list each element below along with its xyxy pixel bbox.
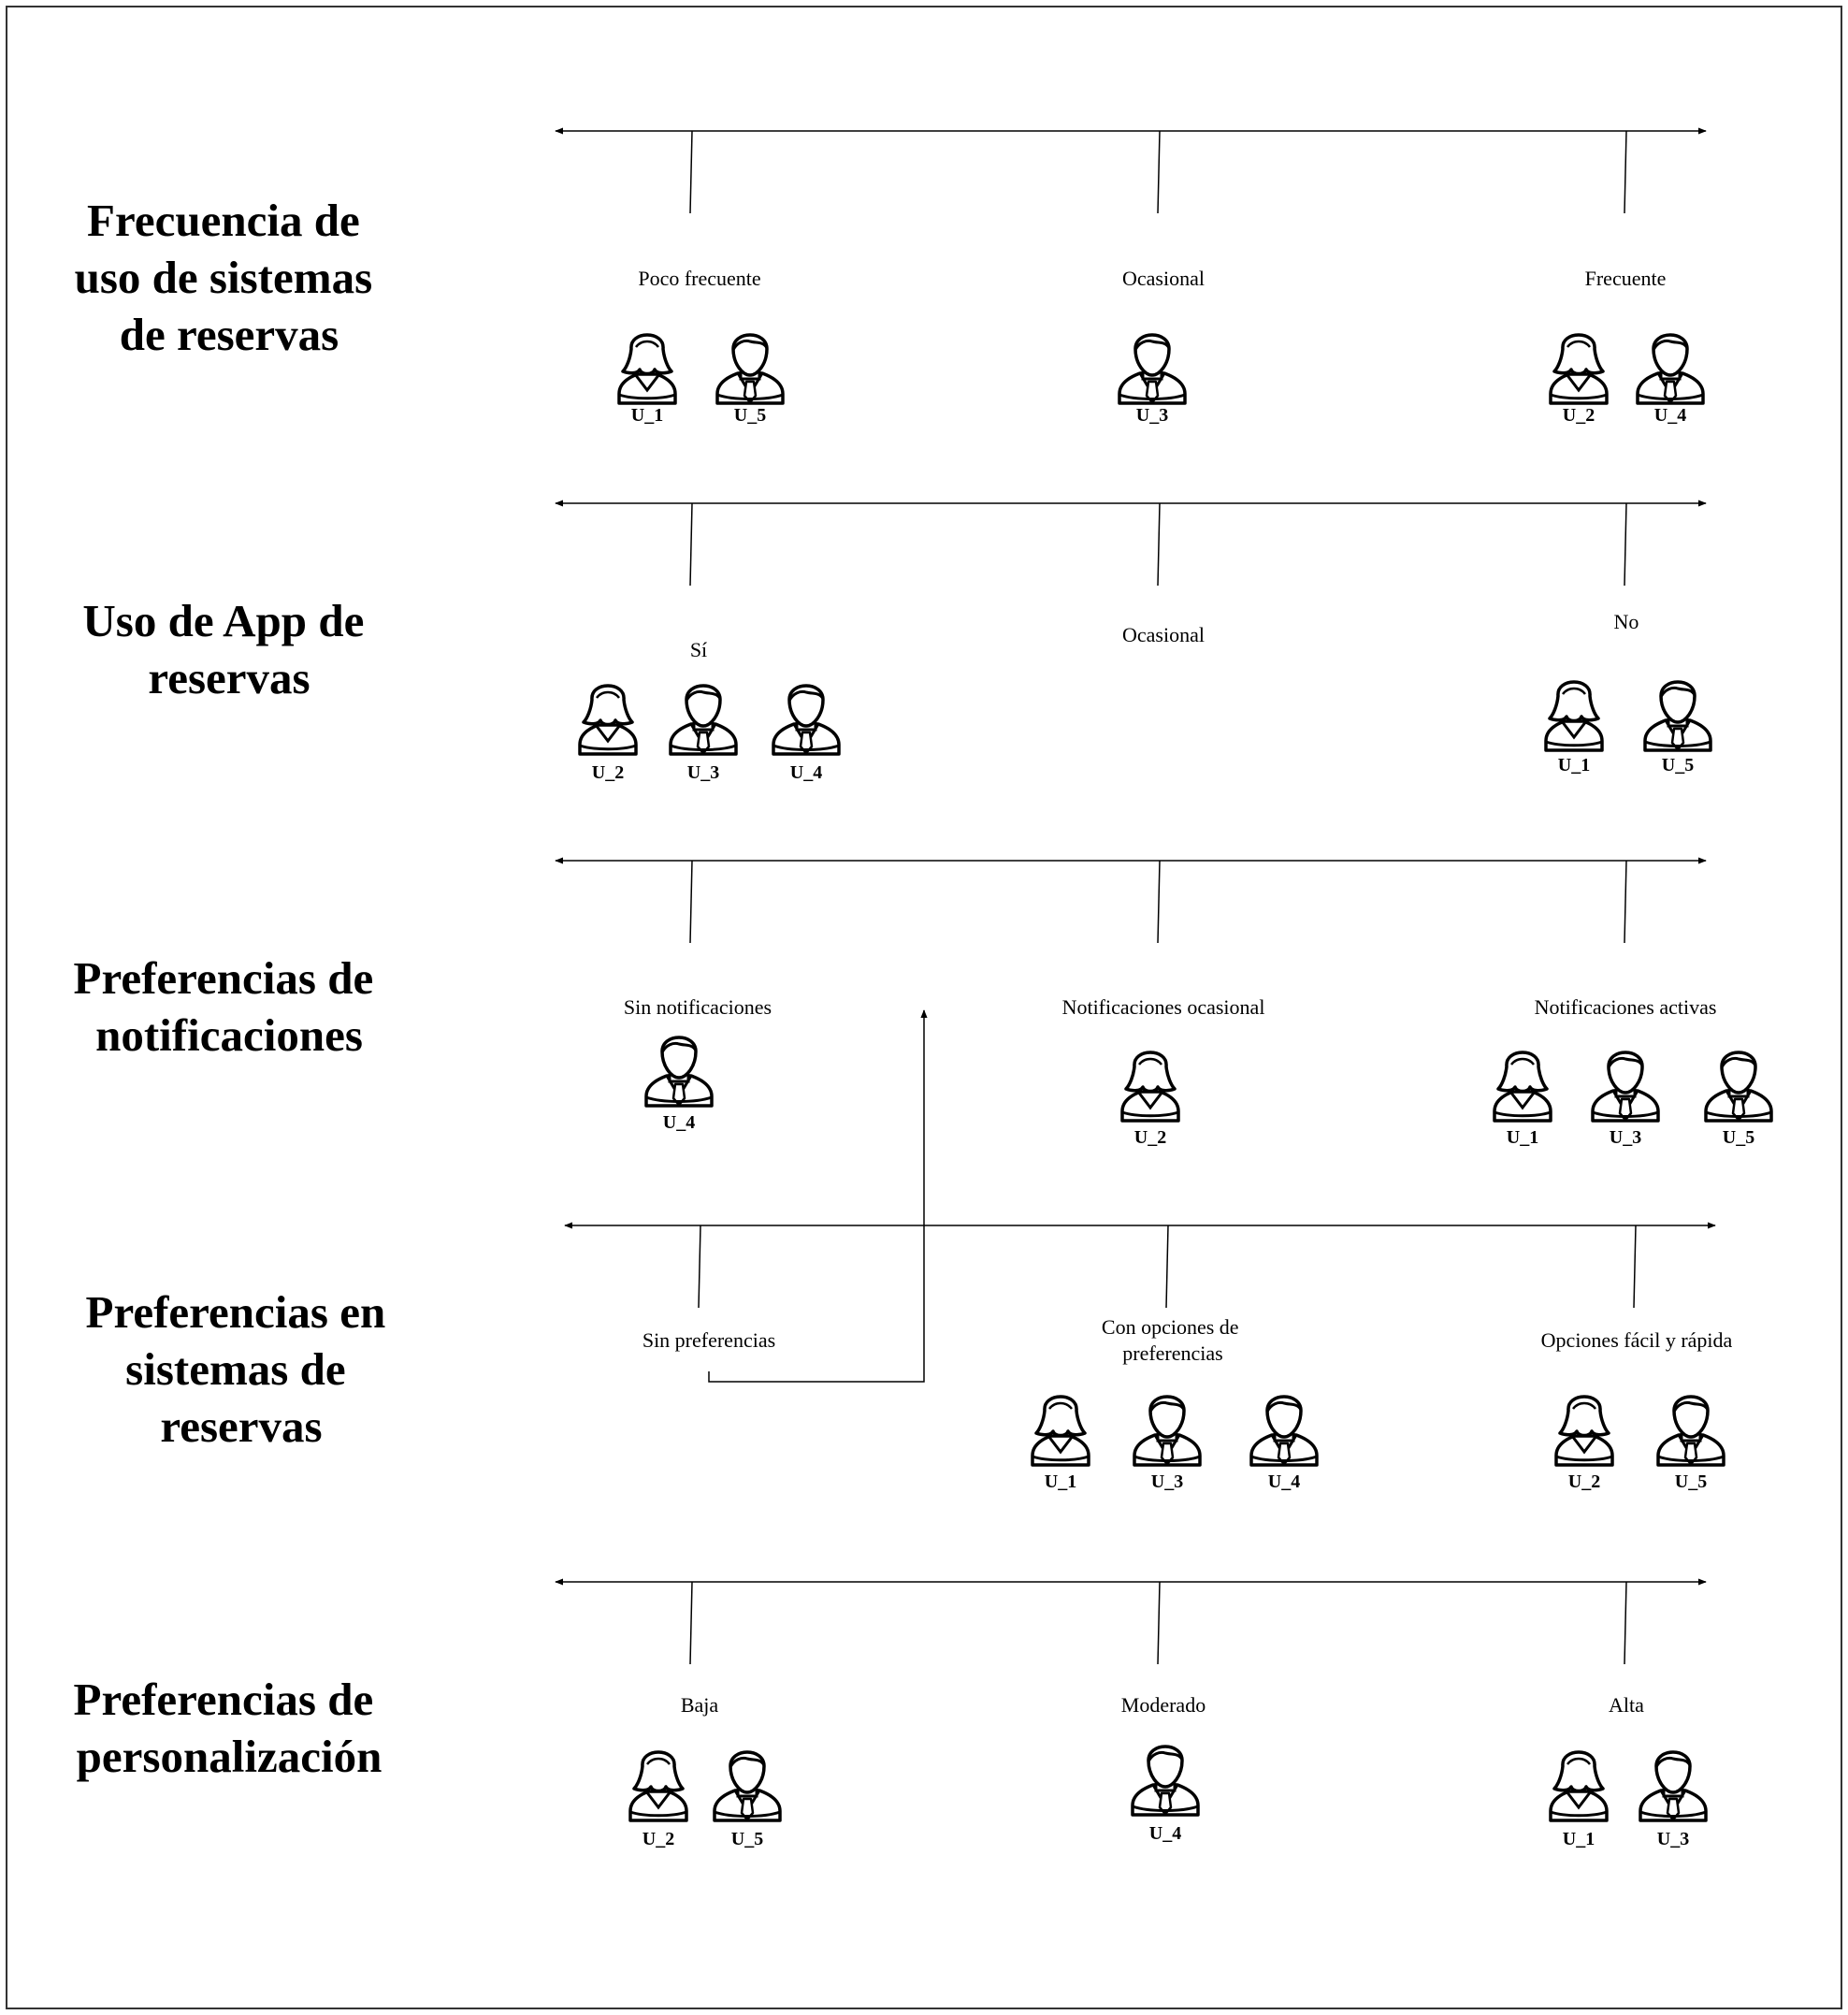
user-label: U_1 xyxy=(1558,755,1590,776)
position-label: Sin notificaciones xyxy=(624,995,772,1019)
user-female-icon xyxy=(578,684,638,756)
user-label: U_3 xyxy=(1610,1127,1641,1148)
user-female-icon xyxy=(1120,1051,1180,1123)
scale-tick xyxy=(689,502,693,587)
connector-arrow xyxy=(708,1009,928,1383)
user-male-icon xyxy=(1131,1745,1200,1817)
user-label: U_1 xyxy=(1507,1127,1538,1148)
user-male-icon xyxy=(1636,333,1705,405)
position-label: Sí xyxy=(690,638,707,661)
user-label: U_1 xyxy=(1563,1829,1595,1849)
user-label: U_1 xyxy=(631,405,663,426)
user-male-icon xyxy=(1133,1395,1202,1467)
scale-tick xyxy=(1624,130,1627,214)
user-male-icon xyxy=(715,333,785,405)
user-male-icon xyxy=(713,1750,782,1822)
dimension-frecuencia: Frecuencia de uso de sistemas de reserva… xyxy=(75,127,1707,426)
user-male-icon xyxy=(1118,333,1187,405)
user-male-icon xyxy=(1639,1750,1708,1822)
user-label: U_3 xyxy=(687,762,719,783)
scale-tick xyxy=(1165,1225,1169,1309)
scale-tick xyxy=(1157,130,1161,214)
position-label: No xyxy=(1614,610,1639,633)
user-male-icon xyxy=(1704,1051,1773,1123)
user-label: U_5 xyxy=(1662,755,1694,776)
position-label: Baja xyxy=(681,1693,719,1717)
user-label: U_5 xyxy=(1675,1471,1707,1492)
dimension-title: Preferencias en sistemas de reservas xyxy=(86,1286,397,1452)
user-label: U_2 xyxy=(592,762,624,783)
user-label: U_2 xyxy=(1563,405,1595,426)
user-label: U_4 xyxy=(663,1112,695,1133)
user-male-icon xyxy=(1591,1051,1660,1123)
user-male-icon xyxy=(644,1036,714,1108)
diagram-frame xyxy=(6,6,1842,2009)
user-label: U_4 xyxy=(1268,1471,1300,1492)
user-label: U_4 xyxy=(790,762,822,783)
position-label: Con opciones de preferencias xyxy=(1102,1315,1244,1365)
scale-tick xyxy=(1624,502,1627,587)
user-label: U_2 xyxy=(1568,1471,1600,1492)
user-female-icon xyxy=(1031,1395,1090,1467)
position-label: Ocasional xyxy=(1122,267,1205,290)
user-label: U_2 xyxy=(642,1829,674,1849)
scale-tick xyxy=(689,1581,693,1665)
user-female-icon xyxy=(1549,1750,1609,1822)
dimension-uso-app: Uso de App de reservas Sí Ocasional No U… xyxy=(82,500,1712,783)
user-label: U_5 xyxy=(731,1829,763,1849)
dimension-title: Preferencias de personalización xyxy=(74,1674,385,1782)
dimension-notificaciones: Preferencias de notificaciones Sin notif… xyxy=(74,857,1773,1148)
position-label: Opciones fácil y rápida xyxy=(1541,1328,1733,1352)
dimension-title: Frecuencia de uso de sistemas de reserva… xyxy=(75,195,384,360)
dimension-preferencias-sistemas: Preferencias en sistemas de reservas Sin… xyxy=(86,1009,1733,1492)
position-label: Frecuente xyxy=(1585,267,1667,290)
user-female-icon xyxy=(1549,333,1609,405)
user-male-icon xyxy=(1643,680,1712,752)
dimension-personalizacion: Preferencias de personalización Baja Mod… xyxy=(74,1578,1708,1849)
dimension-title: Preferencias de notificaciones xyxy=(74,952,385,1061)
position-label: Moderado xyxy=(1121,1693,1206,1717)
user-male-icon xyxy=(1656,1395,1725,1467)
user-label: U_4 xyxy=(1654,405,1686,426)
scale-tick xyxy=(689,130,693,214)
scale-tick xyxy=(1157,1581,1161,1665)
position-label: Sin preferencias xyxy=(642,1328,775,1352)
user-label: U_1 xyxy=(1045,1471,1076,1492)
position-label: Ocasional xyxy=(1122,623,1205,646)
user-female-icon xyxy=(1493,1051,1552,1123)
user-female-icon xyxy=(1554,1395,1614,1467)
scale-tick xyxy=(1157,502,1161,587)
scale-tick xyxy=(1624,1581,1627,1665)
user-label: U_3 xyxy=(1136,405,1168,426)
user-label: U_4 xyxy=(1149,1823,1181,1844)
user-label: U_5 xyxy=(734,405,766,426)
user-label: U_5 xyxy=(1723,1127,1754,1148)
position-label: Notificaciones activas xyxy=(1535,995,1717,1019)
user-male-icon xyxy=(669,684,738,756)
position-label: Alta xyxy=(1609,1693,1644,1717)
user-female-icon xyxy=(1544,680,1604,752)
user-label: U_3 xyxy=(1657,1829,1689,1849)
dimension-title: Uso de App de reservas xyxy=(82,595,375,703)
scale-tick xyxy=(1633,1225,1637,1309)
scale-tick xyxy=(698,1225,701,1309)
user-male-icon xyxy=(772,684,841,756)
scale-tick xyxy=(1624,860,1627,944)
user-female-icon xyxy=(617,333,677,405)
user-label: U_2 xyxy=(1134,1127,1166,1148)
user-label: U_3 xyxy=(1151,1471,1183,1492)
user-female-icon xyxy=(628,1750,688,1822)
scale-tick xyxy=(689,860,693,944)
position-label: Poco frecuente xyxy=(638,267,760,290)
user-male-icon xyxy=(1249,1395,1319,1467)
position-label: Notificaciones ocasional xyxy=(1062,995,1265,1019)
scale-tick xyxy=(1157,860,1161,944)
